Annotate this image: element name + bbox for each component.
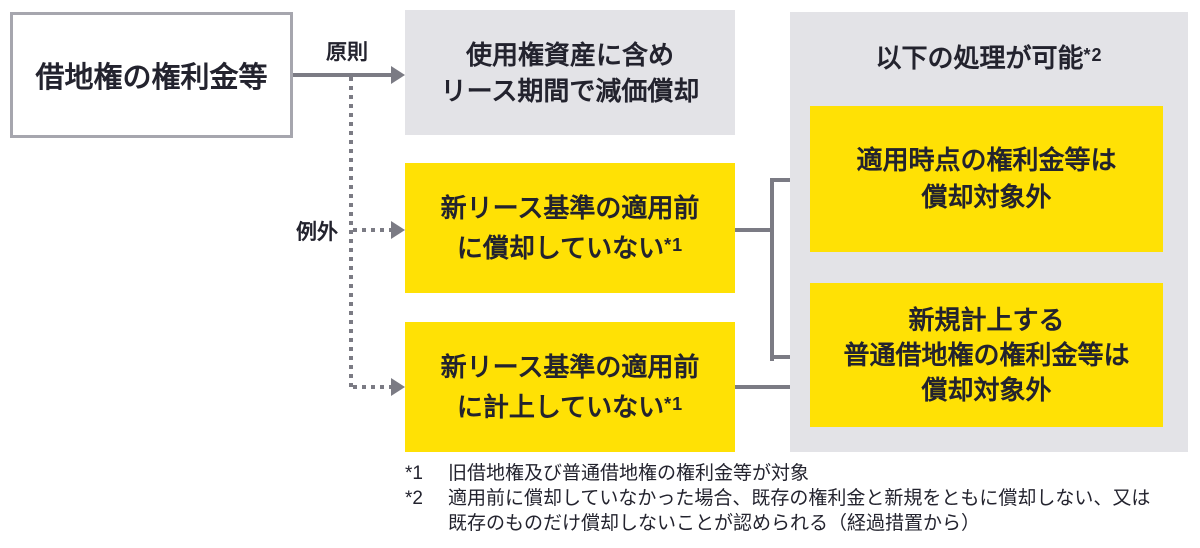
branch-connector-vertical	[770, 178, 774, 361]
principle-node: 使用権資産に含め リース期間で減価償却	[405, 10, 735, 135]
exception-node-1-line2-wrap: に償却していない*1	[457, 227, 683, 267]
footnote-1-marker: *1	[405, 463, 423, 484]
branch-connector-stem	[735, 228, 772, 232]
exception-node-1: 新リース基準の適用前 に償却していない*1	[405, 163, 735, 293]
result-node-1: 適用時点の権利金等は 償却対象外	[810, 106, 1163, 252]
footnote-row-1: *1 旧借地権及び普通借地権の権利金等が対象	[405, 461, 1150, 486]
exception-connector-branch-2	[353, 385, 391, 389]
footnote-row-2: *2 適用前に償却していなかった場合、既存の権利金と新規をともに償却しない、又は…	[405, 486, 1150, 536]
principle-arrow-line	[293, 73, 391, 77]
exception-node-2-line2: に計上していない	[456, 391, 665, 422]
exception-arrowhead-1-icon	[391, 221, 405, 239]
footnote-1-text: 旧借地権及び普通借地権の権利金等が対象	[448, 463, 810, 484]
footnote-ref-1: *1	[664, 234, 684, 255]
exception-node-2-line2-wrap: に計上していない*1	[457, 386, 683, 426]
footnote-2-marker: *2	[405, 488, 423, 509]
exception-node-2-line1: 新リース基準の適用前	[440, 351, 700, 382]
principle-edge-label: 原則	[326, 41, 368, 64]
result-node-2-line3: 償却対象外	[921, 374, 1052, 405]
result-node-1-line2: 償却対象外	[921, 182, 1052, 212]
direct-connector	[735, 385, 796, 389]
exception-connector-branch-1	[353, 228, 391, 232]
results-group-title: 以下の処理が可能*2	[790, 38, 1188, 75]
result-node-2: 新規計上する 普通借地権の権利金等は 償却対象外	[810, 283, 1163, 427]
exception-edge-label: 例外	[296, 221, 338, 244]
source-node-label: 借地権の権利金等	[35, 62, 268, 94]
exception-node-1-line1: 新リース基準の適用前	[440, 192, 700, 223]
footnotes: *1 旧借地権及び普通借地権の権利金等が対象 *2 適用前に償却していなかった場…	[405, 461, 1150, 536]
footnote-ref-2: *2	[1083, 45, 1103, 65]
branch-connector-top	[774, 178, 796, 182]
exception-arrowhead-2-icon	[391, 378, 405, 396]
principle-node-line1: 使用権資産に含め	[465, 39, 674, 70]
results-title-text: 以下の処理が可能	[875, 43, 1084, 73]
principle-arrowhead-icon	[391, 66, 405, 84]
source-node: 借地権の権利金等	[10, 12, 293, 138]
result-node-2-line2: 普通借地権の権利金等は	[843, 339, 1130, 370]
exception-connector-vertical	[349, 77, 353, 389]
footnote-ref-1b: *1	[664, 393, 684, 414]
branch-connector-bottom	[774, 355, 796, 359]
result-node-1-line1: 適用時点の権利金等は	[856, 145, 1117, 175]
exception-node-2: 新リース基準の適用前 に計上していない*1	[405, 322, 735, 452]
principle-node-line2: リース期間で減価償却	[440, 75, 700, 106]
exception-node-1-line2: に償却していない	[456, 232, 665, 263]
footnote-2-text: 適用前に償却していなかった場合、既存の権利金と新規をともに償却しない、又は 既存…	[448, 488, 1151, 534]
result-node-2-line1: 新規計上する	[908, 304, 1065, 335]
